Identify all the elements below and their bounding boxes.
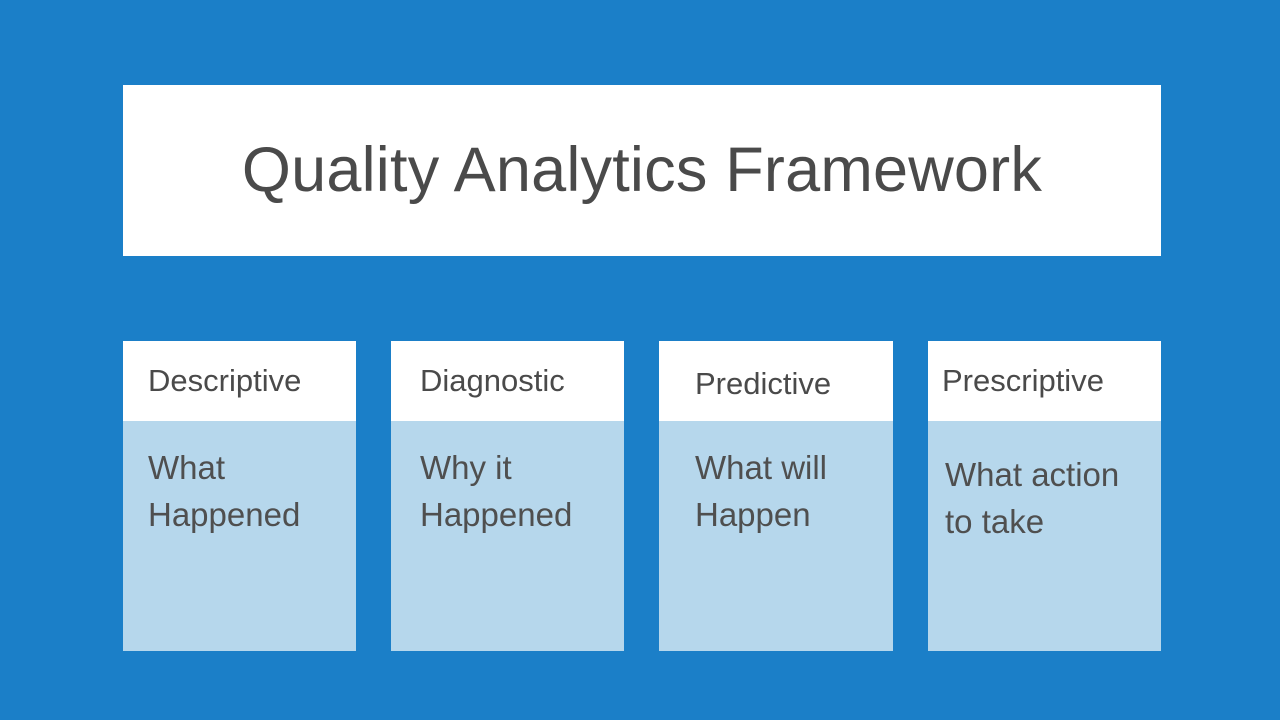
card-title-prescriptive: Prescriptive [942,363,1104,399]
card-header-diagnostic: Diagnostic [391,341,624,421]
card-body-predictive: What will Happen [695,449,828,533]
card-title-diagnostic: Diagnostic [420,363,565,399]
card-body-diagnostic: Why it Happened [420,449,573,533]
title-banner: Quality Analytics Framework [123,85,1161,256]
card-body-prescriptive: What action to take [945,456,1120,540]
card-header-descriptive: Descriptive [123,341,356,421]
card-predictive[interactable]: Predictive What will Happen [659,341,893,651]
page-title: Quality Analytics Framework [241,134,1043,205]
card-body-descriptive: What Happened [148,449,301,533]
card-title-predictive: Predictive [695,366,832,402]
card-title-descriptive: Descriptive [148,363,302,399]
card-diagnostic[interactable]: Diagnostic Why it Happened [391,341,624,651]
card-header-prescriptive: Prescriptive [928,341,1161,421]
card-prescriptive[interactable]: Prescriptive What action to take [928,341,1161,651]
card-header-predictive: Predictive [659,341,893,421]
card-descriptive[interactable]: Descriptive What Happened [123,341,356,651]
